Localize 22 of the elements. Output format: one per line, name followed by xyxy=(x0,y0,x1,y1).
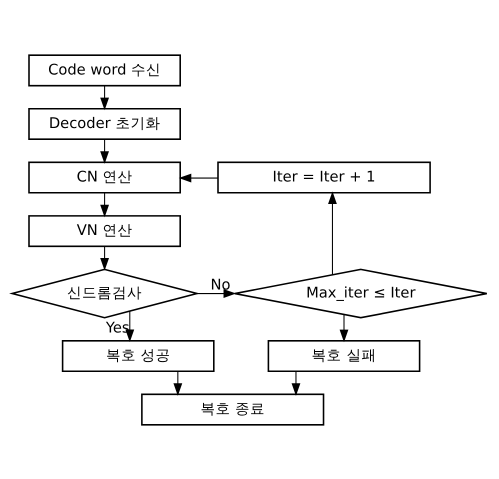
node-box: Code word 수신 xyxy=(28,54,181,86)
node-box: VN 연산 xyxy=(28,214,181,247)
node-box: 복호 실패 xyxy=(268,340,420,372)
arrow xyxy=(100,192,110,217)
arrow xyxy=(197,288,236,298)
arrow xyxy=(178,173,218,182)
node-box: 복호 종료 xyxy=(141,393,324,426)
arrow xyxy=(125,310,134,342)
node-box: 복호 성공 xyxy=(62,340,215,372)
node-diamond: Max_iter ≤ Iter xyxy=(234,268,488,318)
arrow xyxy=(340,314,348,342)
arrow xyxy=(100,246,110,270)
node-diamond: 신드롬검사 xyxy=(9,268,200,318)
node-box: Iter = Iter + 1 xyxy=(217,161,431,194)
arrow xyxy=(100,138,110,164)
node-box: Decoder 초기화 xyxy=(28,107,181,140)
edge-label: No xyxy=(210,276,231,294)
arrow xyxy=(292,371,300,396)
arrow xyxy=(328,190,337,274)
arrow xyxy=(173,371,182,396)
node-box: CN 연산 xyxy=(28,161,181,194)
arrow xyxy=(100,85,110,110)
